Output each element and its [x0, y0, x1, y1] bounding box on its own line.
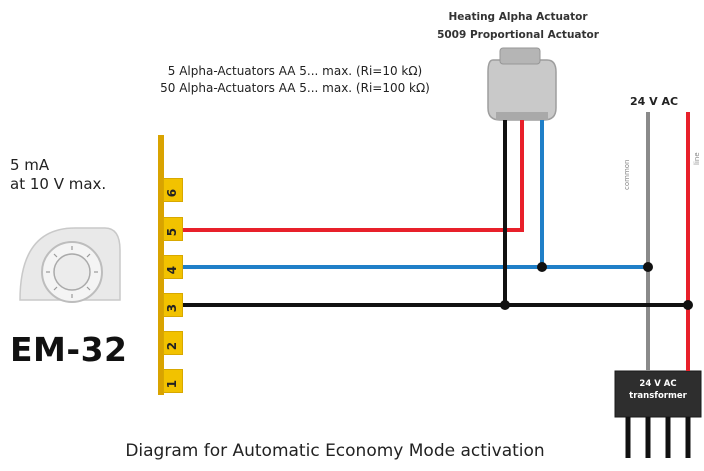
actuator-title-line1: Heating Alpha Actuator [448, 11, 588, 23]
transformer-box [614, 370, 702, 418]
junction-dot [537, 262, 547, 272]
terminal-label: 4 [165, 265, 179, 275]
actuator-device [487, 47, 557, 121]
terminal-label: 6 [165, 188, 179, 198]
line-wire-label: line [693, 152, 701, 165]
terminal-label: 1 [165, 379, 179, 389]
transformer-label-line1: 24 V AC [639, 379, 677, 389]
terminal-label: 2 [165, 341, 179, 351]
actuator-count-note-1: 5 Alpha-Actuators AA 5... max. (Ri=10 kΩ… [167, 64, 423, 78]
junction-dot [683, 300, 693, 310]
junction-dot [643, 262, 653, 272]
transformer-label-line2: transformer [629, 391, 687, 401]
transformer-label: 24 V AC transformer [616, 378, 700, 402]
terminal-strip [158, 135, 164, 395]
terminal-label: 5 [165, 227, 179, 237]
thermostat-device [19, 227, 121, 303]
common-wire-label: common [623, 159, 631, 191]
terminal-6: 6 [163, 178, 183, 202]
current-rating-line2: at 10 V max. [10, 175, 107, 193]
terminal-4: 4 [163, 255, 183, 279]
junction-dot [500, 300, 510, 310]
red-signal-wire [183, 120, 524, 232]
terminal-3: 3 [163, 293, 183, 317]
terminal-label: 3 [165, 303, 179, 313]
terminal-5: 5 [163, 217, 183, 241]
diagram-caption: Diagram for Automatic Economy Mode activ… [125, 441, 545, 461]
terminal-2: 2 [163, 331, 183, 355]
terminal-1: 1 [163, 369, 183, 393]
supply-voltage-label: 24 V AC [630, 95, 679, 108]
actuator-count-note-2: 50 Alpha-Actuators AA 5... max. (Ri=100 … [160, 81, 430, 95]
current-rating-line1: 5 mA [10, 156, 50, 174]
actuator-title-line2: 5009 Proportional Actuator [437, 29, 599, 41]
model-name: EM-32 [10, 330, 128, 369]
current-rating: 5 mA at 10 V max. [10, 156, 106, 194]
